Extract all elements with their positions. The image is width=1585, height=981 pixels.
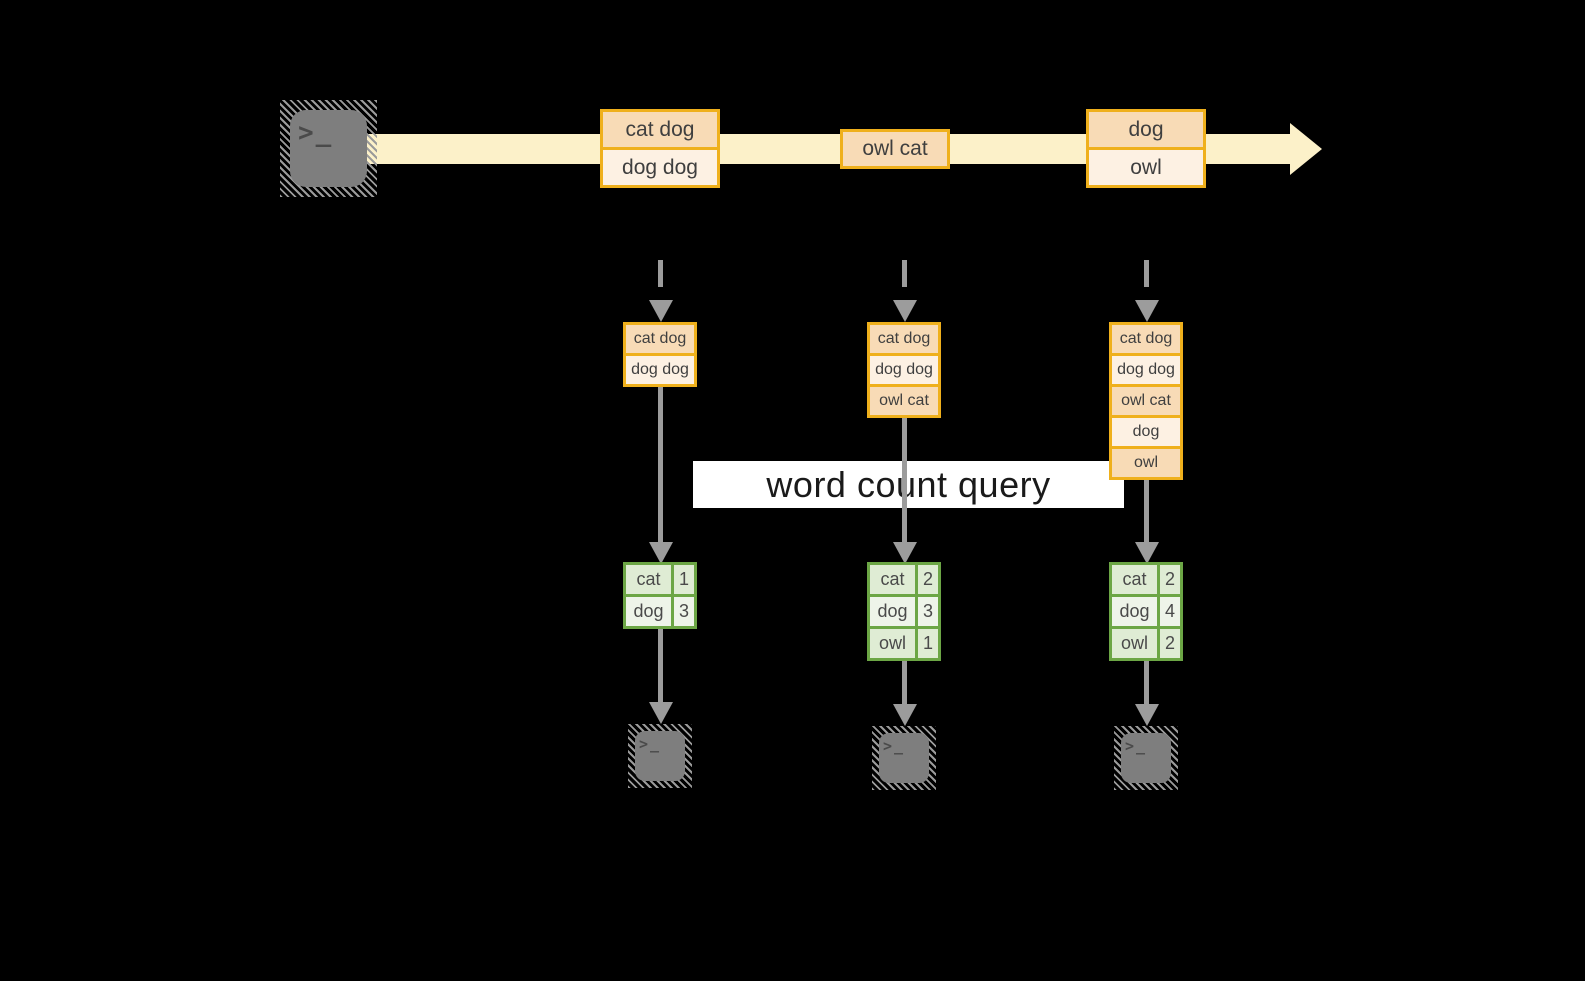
buffer-record: dog dog	[870, 356, 938, 384]
output-terminal-icon-1: >_	[628, 724, 692, 788]
table-row: dog 3	[626, 597, 694, 626]
buffer-record: cat dog	[1112, 325, 1180, 353]
table-row: cat 2	[1112, 565, 1180, 594]
query-label: word count query	[766, 463, 1051, 505]
count-cell: 1	[674, 565, 694, 594]
word-cell: cat	[1112, 565, 1157, 594]
buffer-record: dog dog	[1112, 356, 1180, 384]
query-banner: word count query	[693, 461, 1124, 508]
count-cell: 2	[918, 565, 938, 594]
word-cell: cat	[626, 565, 671, 594]
count-cell: 2	[1160, 629, 1180, 658]
input-buffer-2: cat dog dog dog owl cat	[867, 322, 941, 418]
arrow-head	[649, 702, 673, 724]
input-buffer-1: cat dog dog dog	[623, 322, 697, 387]
arrow-line	[658, 629, 663, 703]
terminal-screen	[879, 733, 929, 783]
input-buffer-3: cat dog dog dog owl cat dog owl	[1109, 322, 1183, 480]
table-row: owl 2	[1112, 629, 1180, 658]
word-cell: cat	[870, 565, 915, 594]
arrow-dash	[1144, 260, 1149, 287]
buffer-record: cat dog	[870, 325, 938, 353]
buffer-record: owl	[1112, 449, 1180, 477]
terminal-prompt-glyph: >_	[298, 118, 334, 148]
result-table-2: cat 2 dog 3 owl 1	[867, 562, 941, 661]
word-cell: dog	[626, 597, 671, 626]
stream-record: owl	[1089, 150, 1203, 185]
arrow-line	[902, 661, 907, 705]
terminal-screen	[290, 110, 367, 187]
arrow-head	[893, 300, 917, 322]
buffer-record: owl cat	[870, 387, 938, 415]
buffer-record: dog dog	[626, 356, 694, 384]
table-row: cat 1	[626, 565, 694, 594]
arrow-dash	[902, 260, 907, 287]
terminal-prompt-glyph: >_	[1125, 737, 1148, 755]
source-terminal-icon: >_	[280, 100, 377, 197]
arrow-line	[902, 418, 907, 543]
stream-arrowhead	[1290, 123, 1322, 175]
table-row: cat 2	[870, 565, 938, 594]
count-cell: 2	[1160, 565, 1180, 594]
stream-batch-2: owl cat	[840, 129, 950, 169]
arrow-line	[658, 387, 663, 543]
arrow-head	[893, 704, 917, 726]
table-row: owl 1	[870, 629, 938, 658]
stream-batch-1: cat dog dog dog	[600, 109, 720, 188]
count-cell: 3	[918, 597, 938, 626]
table-row: dog 4	[1112, 597, 1180, 626]
arrow-line	[1144, 661, 1149, 705]
buffer-record: cat dog	[626, 325, 694, 353]
result-table-3: cat 2 dog 4 owl 2	[1109, 562, 1183, 661]
arrow-dash	[658, 260, 663, 287]
terminal-screen	[1121, 733, 1171, 783]
buffer-record: dog	[1112, 418, 1180, 446]
table-row: dog 3	[870, 597, 938, 626]
count-cell: 3	[674, 597, 694, 626]
output-terminal-icon-3: >_	[1114, 726, 1178, 790]
arrow-line	[1144, 480, 1149, 543]
word-cell: owl	[1112, 629, 1157, 658]
terminal-prompt-glyph: >_	[639, 735, 662, 753]
stream-record: cat dog	[603, 112, 717, 147]
terminal-screen	[635, 731, 685, 781]
stream-batch-3: dog owl	[1086, 109, 1206, 188]
buffer-record: owl cat	[1112, 387, 1180, 415]
result-table-1: cat 1 dog 3	[623, 562, 697, 629]
output-terminal-icon-2: >_	[872, 726, 936, 790]
stream-record: dog dog	[603, 150, 717, 185]
terminal-prompt-glyph: >_	[883, 737, 906, 755]
count-cell: 1	[918, 629, 938, 658]
word-cell: dog	[1112, 597, 1157, 626]
arrow-head	[1135, 542, 1159, 564]
word-cell: dog	[870, 597, 915, 626]
arrow-head	[893, 542, 917, 564]
stream-record: owl cat	[843, 132, 947, 166]
arrow-head	[649, 300, 673, 322]
count-cell: 4	[1160, 597, 1180, 626]
stream-record: dog	[1089, 112, 1203, 147]
word-cell: owl	[870, 629, 915, 658]
arrow-head	[649, 542, 673, 564]
arrow-head	[1135, 300, 1159, 322]
arrow-head	[1135, 704, 1159, 726]
